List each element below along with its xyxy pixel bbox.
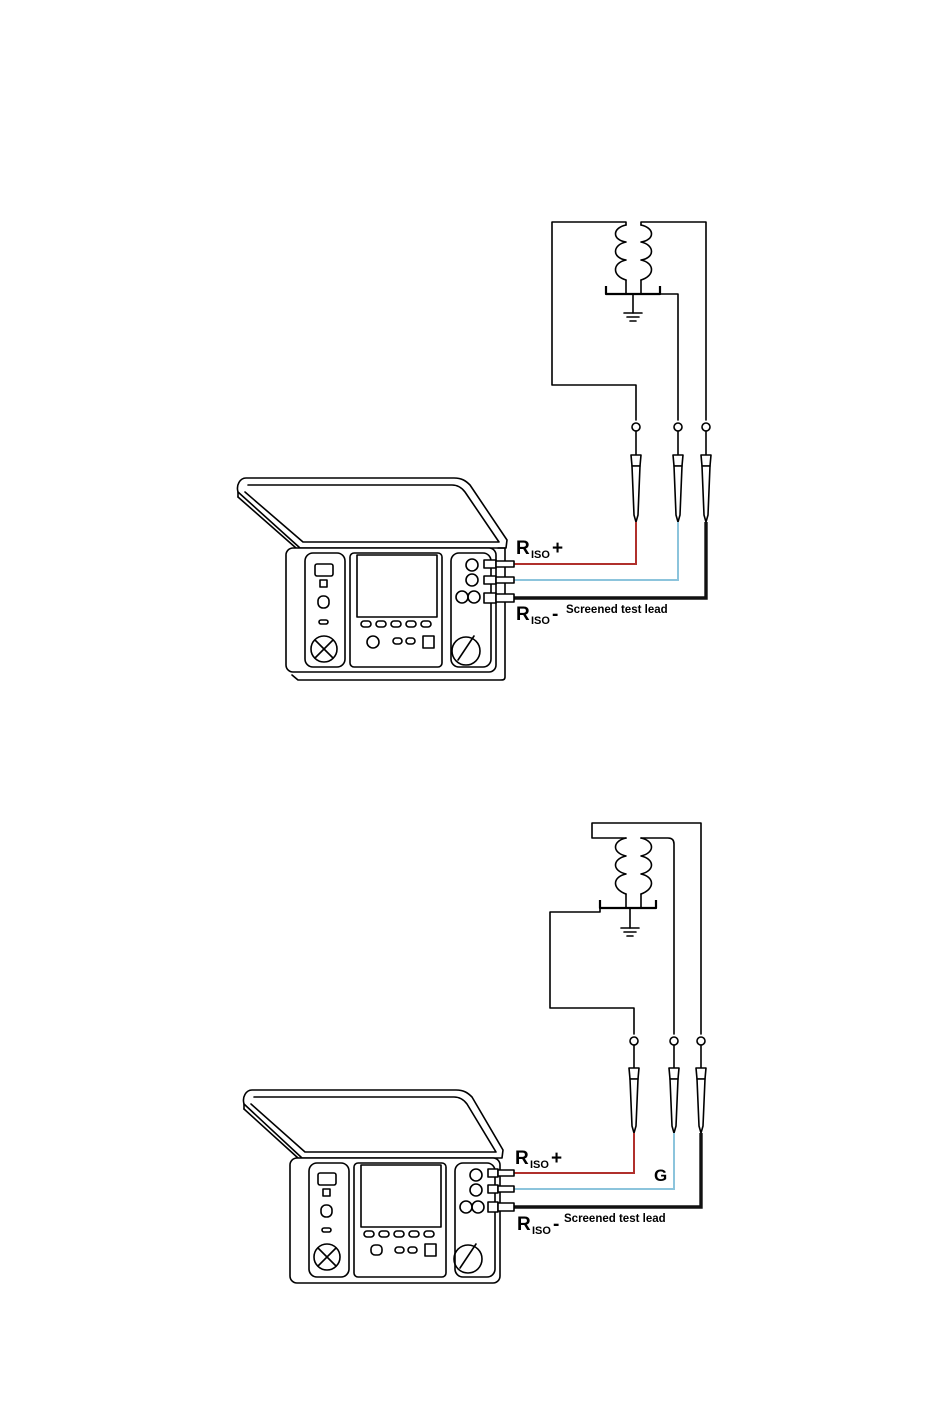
guard-label: G <box>654 1166 667 1185</box>
meter-lid-top <box>237 478 507 548</box>
wire-tank-top <box>660 294 678 420</box>
riso-minus-sign: - <box>553 1214 559 1235</box>
meter-plug-connectors-top <box>484 560 514 603</box>
meter-plug-connectors-bottom <box>488 1169 514 1212</box>
wire-secondary-bottom <box>641 838 674 1034</box>
riso-plus-main: R <box>515 1148 529 1169</box>
riso-minus-main: R <box>516 604 530 625</box>
label-riso-plus-bottom: R ISO + <box>515 1148 562 1171</box>
wire-primary-top <box>552 222 636 420</box>
transformer-bottom <box>600 838 656 936</box>
riso-plus-sign: + <box>552 538 563 559</box>
wire-tank-bottom <box>550 908 634 1034</box>
label-riso-minus-top: R ISO - <box>516 604 558 627</box>
label-riso-plus-top: R ISO + <box>516 538 563 561</box>
diagram-bottom: R ISO + G R ISO - Screened test lead <box>243 823 706 1283</box>
meter-lid-bottom <box>243 1090 503 1158</box>
meter-body-bottom <box>290 1158 514 1283</box>
riso-minus-sub: ISO <box>531 615 550 627</box>
riso-plus-sub: ISO <box>530 1159 549 1171</box>
riso-plus-sign: + <box>551 1148 562 1169</box>
diagram-top: R ISO + R ISO - Screened test lead <box>237 222 711 680</box>
probe-left-top <box>631 423 641 522</box>
probe-left-bottom <box>629 1037 639 1133</box>
transformer-top <box>606 225 660 321</box>
probe-right-bottom <box>696 1037 706 1133</box>
screened-test-lead-label-bottom: Screened test lead <box>564 1213 666 1225</box>
label-riso-minus-bottom: R ISO - <box>517 1214 559 1237</box>
riso-minus-sub: ISO <box>532 1225 551 1237</box>
riso-plus-sub: ISO <box>531 549 550 561</box>
probe-middle-top <box>673 423 683 522</box>
riso-plus-main: R <box>516 538 530 559</box>
riso-minus-main: R <box>517 1214 531 1235</box>
meter-body-top <box>286 548 514 680</box>
riso-minus-sign: - <box>552 604 558 625</box>
probe-right-top <box>701 423 711 522</box>
probe-middle-bottom <box>669 1037 679 1133</box>
screened-test-lead-label-top: Screened test lead <box>566 604 668 616</box>
